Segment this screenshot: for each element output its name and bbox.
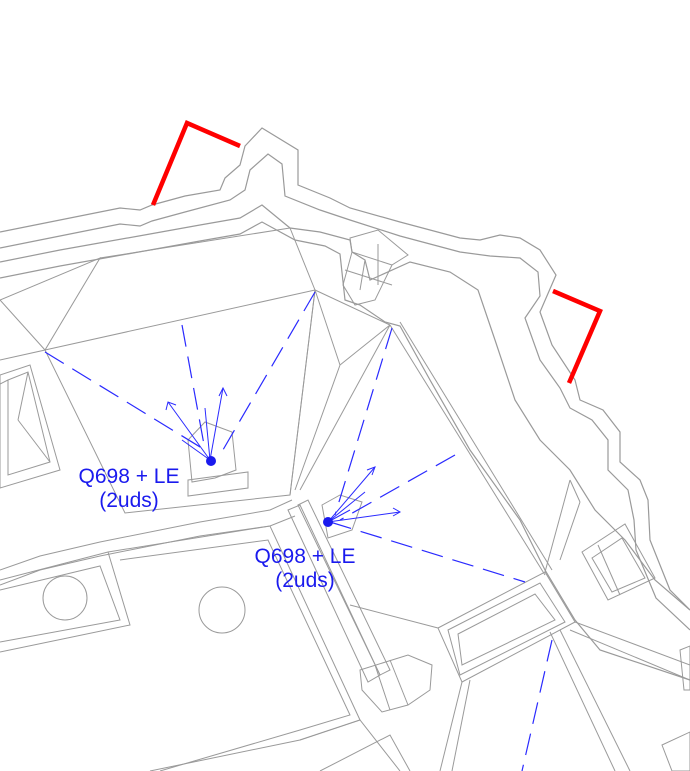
lighting-fixture-1	[44, 291, 316, 466]
edge-bottom-right	[661, 645, 690, 771]
fixture-label-1-quantity: (2uds)	[99, 489, 159, 512]
inner-walls	[0, 204, 690, 681]
fixture-point-2	[323, 517, 333, 527]
fixture-housing-1	[187, 421, 249, 497]
fixture-label-2-model: Q698 + LE	[254, 545, 356, 568]
lighting-fixture-2	[323, 327, 553, 771]
marker-bracket-top	[150, 120, 241, 206]
red-markers	[150, 120, 603, 384]
chimney-right	[581, 523, 656, 601]
fixture-label-1-model: Q698 + LE	[78, 465, 180, 488]
dormer-left	[0, 364, 61, 489]
chimney-top	[342, 229, 409, 306]
outer-walls	[0, 127, 690, 631]
chimney-lower	[359, 654, 433, 713]
fixture-label-2-quantity: (2uds)	[275, 569, 335, 592]
lower-rooms	[0, 499, 411, 771]
fixture-label-1: Q698 + LE (2uds)	[62, 465, 196, 513]
fixture-label-2: Q698 + LE (2uds)	[238, 545, 372, 593]
roof-hips	[289, 289, 553, 576]
fixture-housing-2	[287, 494, 391, 683]
fixture-point-1	[206, 456, 216, 466]
marker-bracket-right	[552, 288, 603, 384]
roof-lower-right	[349, 479, 690, 771]
